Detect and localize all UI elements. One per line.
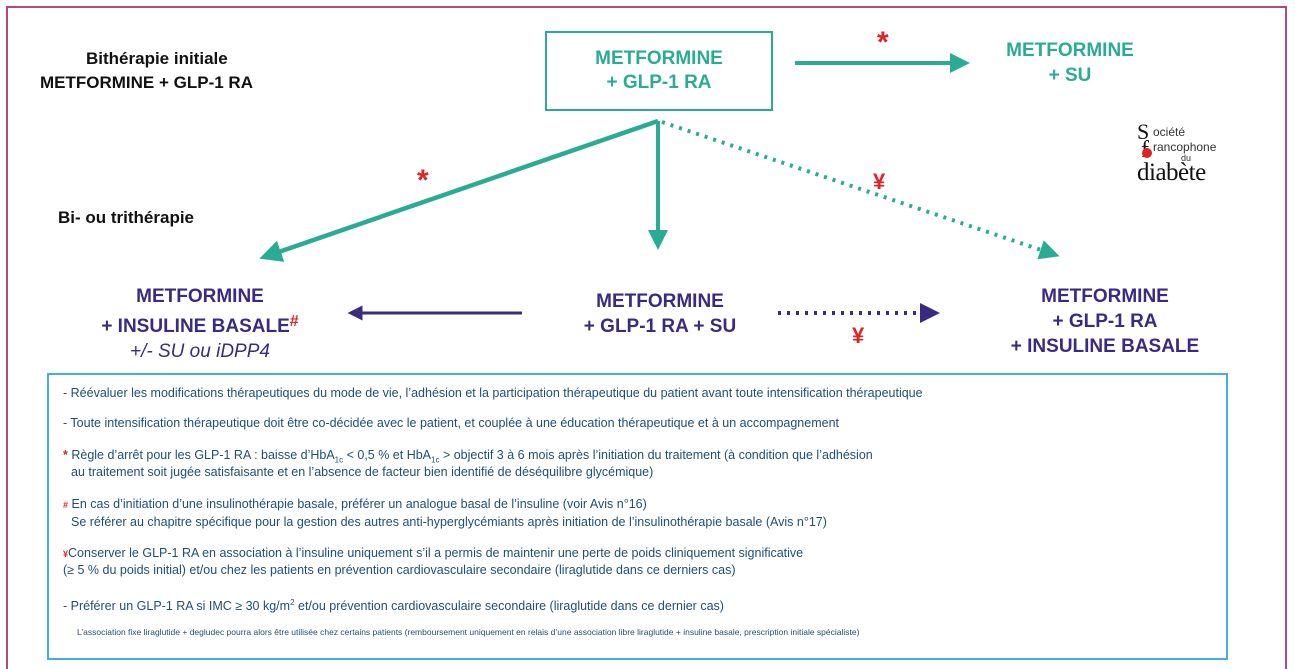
node-top-right-line1: METFORMINE — [1006, 40, 1134, 61]
marker-yen-bottom: ¥ — [852, 323, 865, 348]
header-line1: Bithérapie initiale — [86, 49, 228, 68]
outer-frame — [6, 6, 1287, 669]
node-left-marker: # — [289, 313, 299, 330]
node-center-line1: METFORMINE — [596, 291, 724, 312]
node-left: METFORMINE + INSULINE BASALE# +/- SU ou … — [70, 284, 330, 364]
note-7: L’association fixe liraglutide + deglude… — [77, 627, 860, 637]
header-line2: METFORMINE + GLP-1 RA — [40, 73, 253, 92]
notes-box: - Réévaluer les modifications thérapeuti… — [47, 373, 1228, 660]
note-4-line1: # En cas d’initiation d’une insulinothér… — [63, 496, 647, 514]
note-6: - Préférer un GLP-1 RA si IMC ≥ 30 kg/m2… — [63, 594, 724, 615]
note-4-text: En cas d’initiation d’une insulinothérap… — [68, 497, 647, 511]
note-3-text-b: < 0,5 % et HbA — [343, 448, 432, 462]
node-top-line1: METFORMINE — [595, 48, 723, 69]
note-3-text-c: > objectif 3 à 6 mois après l’initiation… — [439, 448, 873, 462]
note-6-sup: 2 — [290, 598, 295, 607]
marker-star-left: * — [417, 164, 429, 197]
node-center-line2: + GLP-1 RA + SU — [583, 316, 737, 337]
logo-s: S — [1137, 119, 1150, 144]
note-5-line1: ¥Conserver le GLP-1 RA en association à … — [63, 545, 803, 563]
logo-ociete: ociété — [1153, 125, 1186, 139]
node-right: METFORMINE + GLP-1 RA + INSULINE BASALE — [985, 284, 1225, 359]
logo-rancophone: rancophone — [1153, 140, 1217, 154]
arrow-top-to-right-dotted — [661, 120, 1060, 260]
node-left-line1: METFORMINE — [136, 286, 264, 307]
node-right-line2: + GLP-1 RA — [1052, 311, 1158, 332]
note-3-sub1: 1c — [334, 455, 344, 465]
note-3-line1: * Règle d’arrêt pour les GLP-1 RA : bais… — [63, 447, 873, 469]
logo-red-dot — [1142, 148, 1152, 158]
arrow-top-to-left — [259, 118, 659, 262]
note-3-marker: * — [63, 448, 68, 462]
node-left-line2: + INSULINE BASALE — [101, 316, 290, 337]
note-3-line2: au traitement soit jugée satisfaisante e… — [71, 465, 654, 479]
node-left-line2-wrap: + INSULINE BASALE# — [70, 309, 330, 339]
note-5-line2: (≥ 5 % du poids initial) et/ou chez les … — [63, 563, 736, 577]
node-center: METFORMINE + GLP-1 RA + SU — [540, 289, 780, 339]
note-5-marker: ¥ — [63, 549, 69, 559]
note-3-text-a: Règle d’arrêt pour les GLP-1 RA : baisse… — [67, 448, 335, 462]
note-5-text: Conserver le GLP-1 RA en association à l… — [68, 546, 804, 560]
node-top: METFORMINE + GLP-1 RA — [545, 31, 773, 111]
note-6-text-b: et/ou prévention cardiovasculaire second… — [294, 599, 724, 614]
sfd-logo: S ociété f rancophone du diabète — [1137, 119, 1252, 189]
note-4-line2: Se référer au chapitre spécifique pour l… — [71, 515, 827, 529]
node-left-line3: +/- SU ou iDPP4 — [130, 341, 270, 362]
node-top-right: METFORMINE + SU — [990, 38, 1150, 88]
logo-diabete: diabète — [1137, 159, 1206, 186]
note-6-text-a: - Préférer un GLP-1 RA si IMC ≥ 30 kg/m — [63, 599, 291, 614]
node-top-line2: + GLP-1 RA — [606, 72, 712, 93]
note-3-sub2: 1c — [431, 455, 440, 465]
logo-du: du — [1181, 153, 1192, 163]
marker-star-top: * — [877, 26, 889, 59]
note-4-marker: # — [63, 500, 69, 510]
marker-yen-diag: ¥ — [873, 169, 886, 194]
node-right-line3: + INSULINE BASALE — [1010, 336, 1200, 357]
node-top-right-line2: + SU — [1048, 65, 1092, 86]
note-2: - Toute intensification thérapeutique do… — [63, 416, 840, 430]
section-label: Bi- ou trithérapie — [58, 208, 195, 227]
note-1: - Réévaluer les modifications thérapeuti… — [63, 386, 923, 400]
node-right-line1: METFORMINE — [1041, 286, 1169, 307]
